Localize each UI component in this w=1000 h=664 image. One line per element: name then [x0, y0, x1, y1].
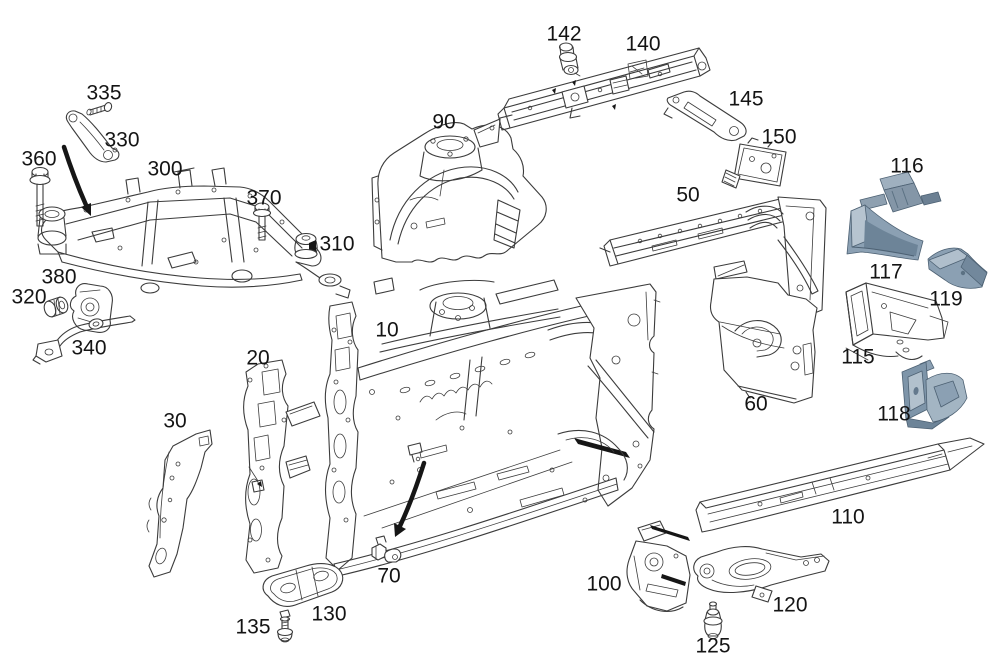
part-360-drawing — [29, 166, 51, 227]
part-300-drawing — [37, 167, 351, 299]
part-120-drawing — [693, 546, 830, 603]
part-10-drawing — [324, 277, 661, 577]
part-340-drawing — [32, 315, 136, 365]
part-60-drawing — [709, 260, 818, 404]
part-90-drawing — [371, 118, 547, 263]
part-125-drawing — [703, 601, 723, 639]
part-100-drawing — [626, 520, 691, 613]
part-145-drawing — [663, 90, 747, 142]
part-335-drawing — [86, 102, 113, 116]
part-115-drawing — [845, 282, 949, 361]
part-150-drawing — [721, 137, 787, 189]
part-70-drawing — [371, 535, 402, 563]
part-135-drawing — [276, 609, 294, 643]
part-142-drawing — [558, 42, 581, 77]
install-arrow-70 — [394, 460, 427, 537]
install-arrow-330 — [61, 144, 91, 216]
part-310-drawing — [294, 232, 318, 260]
part-110-drawing — [695, 437, 985, 533]
part-117-drawing — [846, 204, 924, 261]
part-140-drawing — [497, 47, 711, 131]
part-20-drawing — [242, 359, 321, 574]
part-370-drawing — [252, 202, 272, 241]
part-320-drawing — [43, 296, 69, 318]
part-130-drawing — [262, 563, 344, 607]
part-118-drawing — [901, 359, 968, 430]
part-330-drawing — [65, 110, 120, 163]
part-119-drawing — [927, 247, 988, 289]
part-30-drawing — [146, 429, 213, 578]
part-116-drawing — [859, 171, 942, 213]
part-50-drawing — [599, 196, 827, 319]
